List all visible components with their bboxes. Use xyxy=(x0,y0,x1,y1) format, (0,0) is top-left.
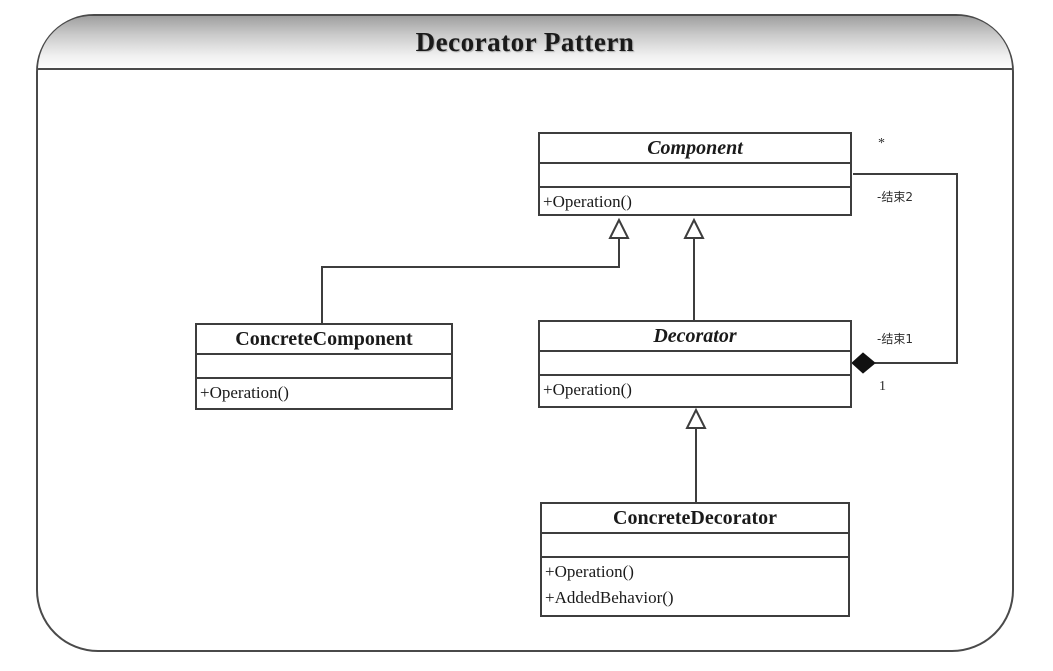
generalization-triangle-icon xyxy=(685,407,707,429)
class-decorator[interactable]: Decorator +Operation() xyxy=(538,320,852,408)
class-name: Component xyxy=(540,134,850,164)
method: +AddedBehavior() xyxy=(545,588,674,607)
method: +Operation() xyxy=(543,192,632,211)
class-concrete-component[interactable]: ConcreteComponent +Operation() xyxy=(195,323,453,410)
multiplicity-end1: 1 xyxy=(879,379,886,394)
class-attributes xyxy=(197,355,451,379)
method: +Operation() xyxy=(200,383,289,402)
panel-title: Decorator Pattern xyxy=(415,26,635,57)
class-methods: +Operation() xyxy=(540,188,850,215)
generalization-triangle-icon xyxy=(608,217,630,239)
class-methods: +Operation() +AddedBehavior() xyxy=(542,558,848,615)
class-name: ConcreteComponent xyxy=(197,325,451,355)
class-methods: +Operation() xyxy=(197,379,451,408)
class-name: Decorator xyxy=(540,322,850,352)
class-concrete-decorator[interactable]: ConcreteDecorator +Operation() +AddedBeh… xyxy=(540,502,850,617)
class-name: ConcreteDecorator xyxy=(542,504,848,534)
class-attributes xyxy=(540,164,850,188)
generalization-edge-concretecomponent xyxy=(321,239,620,323)
aggregation-edge xyxy=(853,173,958,364)
method: +Operation() xyxy=(545,562,634,581)
panel-header: Decorator Pattern xyxy=(38,16,1012,70)
class-attributes xyxy=(542,534,848,558)
class-component[interactable]: Component +Operation() xyxy=(538,132,852,216)
class-attributes xyxy=(540,352,850,376)
method: +Operation() xyxy=(543,380,632,399)
role-label-end1: -结束1 xyxy=(877,332,913,346)
aggregation-diamond-icon xyxy=(851,352,876,374)
class-methods: +Operation() xyxy=(540,376,850,406)
multiplicity-end2: * xyxy=(878,136,885,151)
role-label-end2: -结束2 xyxy=(877,190,913,204)
generalization-triangle-icon xyxy=(683,217,705,239)
